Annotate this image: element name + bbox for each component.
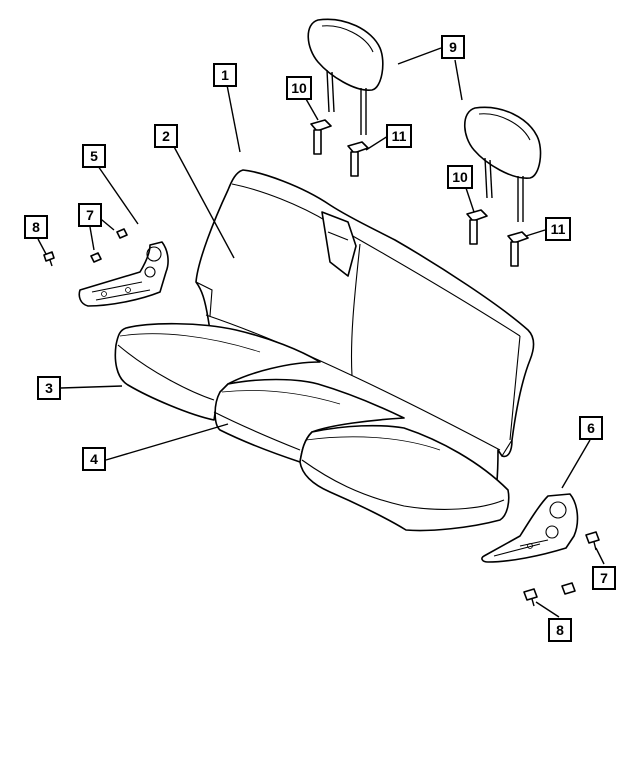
guide-sleeve-11b: [507, 231, 529, 267]
callout-2: 2: [154, 124, 178, 148]
callout-7b: 7: [592, 566, 616, 590]
callout-7a: 7: [78, 203, 102, 227]
headrest-right: [463, 106, 542, 222]
callout-8b: 8: [548, 618, 572, 642]
headrest-left: [307, 18, 384, 135]
bolt-7a: [116, 228, 128, 239]
guide-sleeve-11a: [347, 141, 369, 177]
leader-lines: [37, 47, 605, 618]
callout-1: 1: [213, 63, 237, 87]
screw-8b: [523, 588, 538, 607]
bolt-7d: [561, 582, 576, 595]
callout-11a: 11: [386, 124, 412, 148]
guide-sleeve-10a: [310, 119, 332, 155]
callout-4: 4: [82, 447, 106, 471]
seat-cushion: [114, 322, 510, 532]
callout-5: 5: [82, 144, 106, 168]
guide-sleeve-10b: [466, 209, 488, 245]
screw-8a: [43, 251, 55, 267]
callout-9: 9: [441, 35, 465, 59]
seat-hinge-right: [481, 493, 579, 563]
seat-hinge-left: [78, 241, 169, 307]
callout-11b: 11: [545, 217, 571, 241]
callout-3: 3: [37, 376, 61, 400]
bolt-7b: [90, 252, 102, 263]
callout-6: 6: [579, 416, 603, 440]
callout-8a: 8: [24, 215, 48, 239]
bolt-7c: [585, 531, 600, 551]
callout-10a: 10: [286, 76, 312, 100]
callout-10b: 10: [447, 165, 473, 189]
